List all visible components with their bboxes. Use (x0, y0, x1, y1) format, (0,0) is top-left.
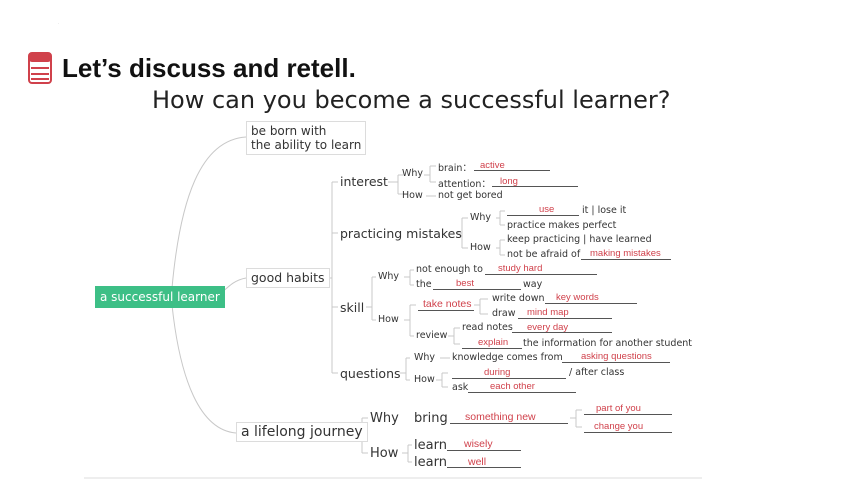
interest-brain-answer: active (480, 160, 505, 171)
questions-ask-label: ask (452, 382, 469, 393)
journey-learn2-answer: well (468, 456, 487, 468)
journey-bring-label: bring (414, 411, 448, 426)
interest-how: How (402, 190, 423, 201)
interest-why: Why (402, 168, 424, 179)
journey-learn2-label: learn (414, 455, 447, 470)
node-good-habits: good habits (246, 268, 330, 288)
mistakes-how-line1: keep practicing | have learned (507, 234, 652, 245)
root-node: a successful learner (95, 286, 225, 308)
mistakes-why-line2: practice makes perfect (507, 220, 617, 231)
questions-during-answer: during (484, 367, 511, 378)
skill-why-answer1: study hard (498, 263, 543, 274)
questions-how: How (414, 374, 435, 385)
branch-born (171, 136, 247, 289)
questions-why-answer: asking questions (581, 351, 652, 362)
skill-review-label: review (416, 330, 448, 341)
skill-why-answer2: best (456, 278, 474, 289)
node-practicing-mistakes: practicing mistakes (340, 226, 462, 241)
journey-change-answer: change you (594, 421, 644, 432)
skill-read-label: read notes (462, 322, 513, 333)
guiding-question: How can you become a successful learner? (152, 86, 671, 114)
mistakes-why: Why (470, 212, 492, 223)
skill-why-suffix2: way (523, 279, 543, 290)
questions-why: Why (414, 352, 436, 363)
book-icon (28, 52, 52, 84)
skill-notes-answer: take notes (423, 298, 472, 310)
page-title: Let’s discuss and retell. (62, 53, 356, 83)
born-line2: the ability to learn (251, 138, 362, 152)
skill-write-answer: key words (556, 292, 599, 303)
questions-why-text: knowledge comes from (452, 352, 563, 363)
journey-learn1-label: learn (414, 438, 447, 453)
node-born: be born with the ability to learn (246, 121, 367, 155)
branch-journey (171, 304, 237, 434)
node-lifelong-journey: a lifelong journey (236, 422, 368, 442)
skill-write-label: write down (492, 293, 545, 304)
mistakes-why-suffix: it | lose it (582, 205, 627, 216)
mistakes-how-line2: not be afraid of (507, 249, 581, 260)
questions-during-suffix: / after class (569, 367, 625, 378)
node-questions: questions (340, 366, 401, 381)
interest-how-text: not get bored (438, 190, 503, 201)
skill-why-line1: not enough to (416, 264, 483, 275)
skill-draw-answer: mind map (527, 307, 569, 318)
skill-draw-label: draw (492, 308, 516, 319)
journey-bring-answer: something new (465, 411, 536, 423)
journey-learn1-answer: wisely (464, 438, 493, 450)
node-interest: interest (340, 174, 388, 189)
journey-why: Why (370, 411, 399, 426)
interest-brain-label: brain： (438, 163, 472, 174)
skill-how: How (378, 314, 399, 325)
skill-explain-suffix: the information for another student (523, 338, 693, 349)
interest-attention-label: attention： (438, 179, 491, 190)
node-skill: skill (340, 300, 365, 315)
mistakes-how-answer: making mistakes (590, 248, 661, 259)
journey-part-answer: part of you (596, 403, 641, 414)
born-line1: be born with (251, 124, 327, 138)
questions-ask-answer: each other (490, 381, 535, 392)
skill-why-prefix2: the (416, 279, 432, 290)
mistakes-why-answer: use (539, 204, 555, 215)
skill-read-answer: every day (527, 322, 569, 333)
journey-how: How (370, 446, 399, 461)
dot-mark: . (58, 20, 60, 25)
mistakes-how: How (470, 242, 491, 253)
interest-attention-answer: long (500, 176, 518, 187)
skill-why: Why (378, 271, 400, 282)
skill-explain-answer: explain (478, 337, 509, 348)
